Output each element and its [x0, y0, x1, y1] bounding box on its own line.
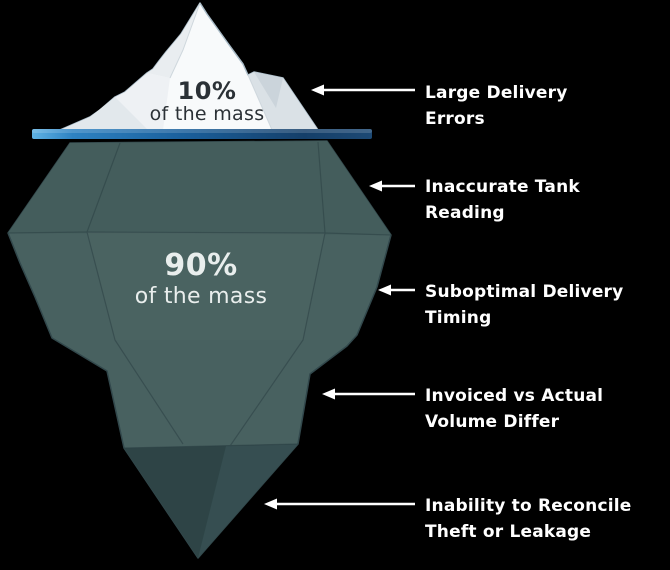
label-line: Suboptimal Delivery [425, 282, 624, 302]
label-invoiced-vs-actual-volume: Invoiced vs Actual Volume Differ [425, 383, 650, 435]
label-line: Inability to Reconcile [425, 496, 632, 516]
arrow-suboptimal-delivery-timing-icon [378, 284, 415, 296]
label-suboptimal-delivery-timing: Suboptimal Delivery Timing [425, 279, 650, 331]
label-line: Volume Differ [425, 412, 560, 432]
waterline [32, 129, 372, 139]
label-large-delivery-errors: Large Delivery Errors [425, 80, 650, 132]
label-line: Reading [425, 203, 505, 223]
arrow-invoiced-vs-actual-icon [322, 388, 415, 400]
iceberg-above-water [59, 2, 319, 131]
iceberg-below-water [7, 140, 392, 559]
label-line: Invoiced vs Actual [425, 386, 604, 406]
arrow-inaccurate-tank-reading-icon [369, 180, 415, 192]
label-line: Large Delivery [425, 83, 568, 103]
arrow-large-delivery-errors-icon [311, 84, 415, 96]
label-line: Theft or Leakage [425, 522, 592, 542]
label-line: Errors [425, 109, 485, 129]
label-line: Timing [425, 308, 492, 328]
label-inability-reconcile-theft-leakage: Inability to Reconcile Theft or Leakage [425, 493, 650, 545]
arrow-inability-reconcile-icon [264, 498, 415, 510]
label-line: Inaccurate Tank [425, 177, 580, 197]
label-inaccurate-tank-reading: Inaccurate Tank Reading [425, 174, 650, 226]
